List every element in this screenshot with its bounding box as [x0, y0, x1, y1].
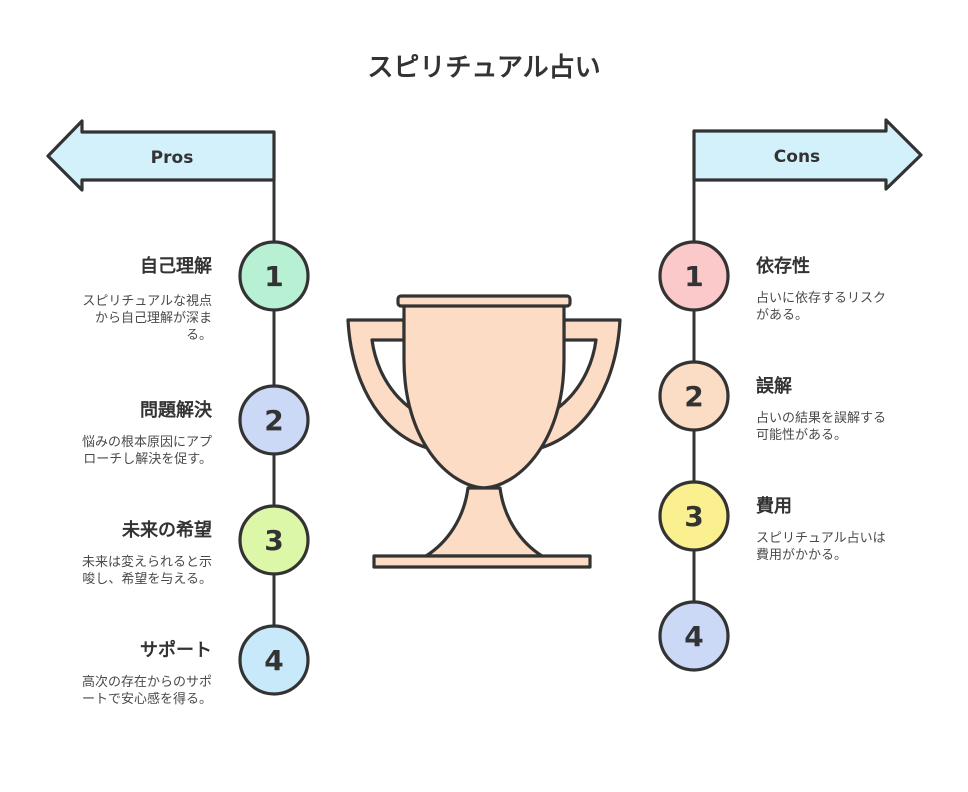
pros-banner: Pros: [46, 119, 276, 192]
pros-item-title: 自己理解: [140, 255, 212, 277]
pros-number: 3: [264, 524, 283, 557]
pros-item-4: 4 サポート 高次の存在からのサポ ートで安心感を得る。: [82, 624, 310, 707]
pros-item-desc-line: 未来は変えられると示: [82, 554, 212, 570]
cons-item-2: 2 誤解 占いの結果を誤解する 可能性がある。: [658, 360, 886, 443]
pros-item-title: 問題解決: [140, 399, 213, 421]
pros-item-desc-line: スピリチュアルな視点: [82, 294, 212, 309]
pros-item-desc-line: から自己理解が深ま: [95, 311, 212, 326]
pros-number-circle: [240, 242, 308, 310]
cons-item-title: 依存性: [756, 255, 810, 277]
cons-banner-fill: [694, 120, 921, 189]
cons-item-1: 1 依存性 占いに依存するリスク がある。: [658, 240, 886, 323]
cons-number: 2: [684, 380, 703, 413]
pros-number-circle: [240, 386, 308, 454]
cons-number-circle-outline: [658, 600, 730, 672]
pros-label: Pros: [151, 148, 194, 168]
cons-item-desc-line: がある。: [756, 308, 808, 323]
cons-item-title: 誤解: [756, 375, 792, 397]
pros-item-desc-line: ートで安心感を得る。: [82, 691, 212, 707]
cons-banner-outline: [692, 118, 923, 191]
cons-number-circle: [660, 602, 728, 670]
cons-number-circle: [660, 242, 728, 310]
trophy-rim-fill: [398, 296, 570, 306]
pros-item-3: 3 未来の希望 未来は変えられると示 唆し、希望を与える。: [82, 504, 310, 587]
page-title: スピリチュアル占い: [367, 53, 600, 83]
pros-number: 1: [264, 260, 283, 293]
trophy-cup-fill: [404, 305, 564, 488]
cons-number: 3: [684, 500, 703, 533]
left-arrow-banner-icon: [46, 119, 276, 192]
cons-item-title: 費用: [756, 495, 792, 517]
trophy-base: [372, 554, 592, 569]
pros-item-title: 未来の希望: [122, 519, 212, 541]
pros-item-desc-line: ローチし解決を促す。: [83, 452, 212, 467]
pros-number-circle-outline: [238, 504, 310, 576]
pros-item-title: サポート: [140, 639, 212, 661]
cons-number-circle-outline: [658, 480, 730, 552]
pros-item-desc-line: 唆し、希望を与える。: [82, 571, 212, 587]
cons-item-desc-line: 費用がかかる。: [756, 548, 847, 563]
pros-number: 4: [264, 644, 283, 677]
cons-item-desc-line: 占いに依存するリスク: [756, 291, 886, 306]
pros-number-circle: [240, 626, 308, 694]
pros-item-2: 2 問題解決 悩みの根本原因にアプ ローチし解決を促す。: [82, 384, 310, 467]
right-arrow-banner-icon: [692, 118, 923, 191]
trophy-rim: [396, 294, 572, 308]
pros-banner-outline: [46, 119, 276, 192]
trophy-base-fill: [374, 556, 590, 567]
cons-number: 4: [684, 620, 703, 653]
pros-number: 2: [264, 404, 283, 437]
trophy-stem-fill: [426, 488, 542, 556]
trophy-icon: [346, 294, 622, 569]
cons-number-circle: [660, 362, 728, 430]
cons-number-circle: [660, 482, 728, 550]
cons-item-desc-line: スピリチュアル占いは: [756, 531, 886, 546]
cons-number-circle-outline: [658, 360, 730, 432]
pros-item-desc-line: 高次の存在からのサポ: [82, 674, 212, 690]
cons-item-desc-line: 可能性がある。: [756, 428, 847, 443]
pros-item-1: 1 自己理解 スピリチュアルな視点 から自己理解が深ま る。: [82, 240, 310, 343]
pros-item-desc-line: る。: [186, 328, 212, 343]
cons-label: Cons: [774, 147, 820, 167]
cons-banner: Cons: [692, 118, 923, 191]
pros-number-circle-outline: [238, 240, 310, 312]
pros-number-circle-outline: [238, 624, 310, 696]
cons-item-3: 3 費用 スピリチュアル占いは 費用がかかる。: [658, 480, 886, 563]
pros-banner-fill: [48, 121, 274, 190]
pros-item-desc-line: 悩みの根本原因にアプ: [82, 435, 212, 450]
cons-number-circle-outline: [658, 240, 730, 312]
cons-item-desc-line: 占いの結果を誤解する: [756, 410, 886, 426]
pros-number-circle: [240, 506, 308, 574]
pros-number-circle-outline: [238, 384, 310, 456]
cons-number: 1: [684, 260, 703, 293]
cons-item-4: 4: [658, 600, 730, 672]
